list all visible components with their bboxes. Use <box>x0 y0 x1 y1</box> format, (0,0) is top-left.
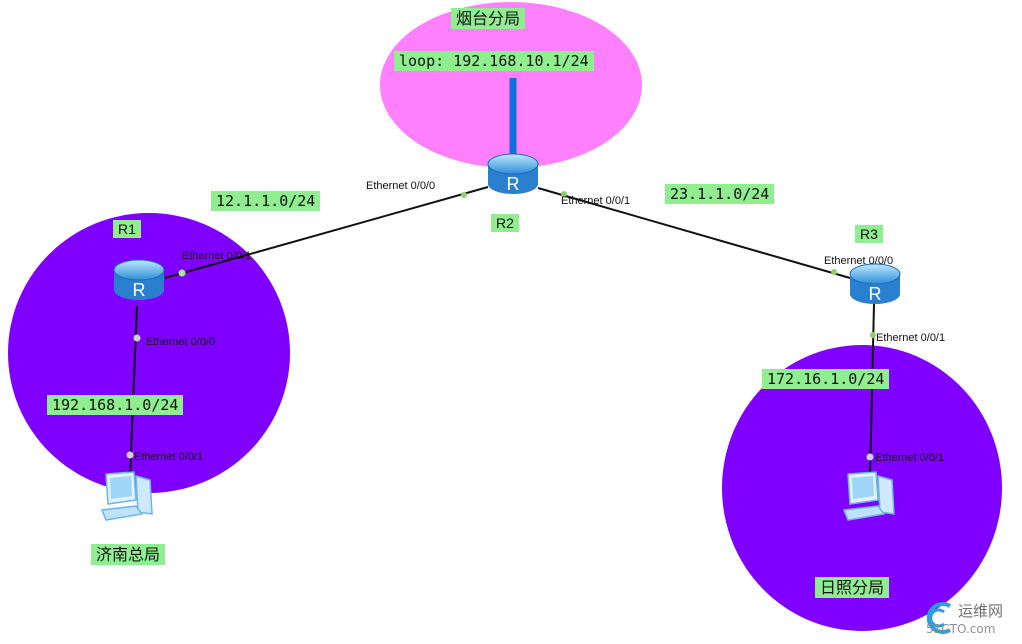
router-r2-icon[interactable]: R <box>486 152 540 198</box>
pc-rizhao-icon[interactable] <box>838 470 902 526</box>
svg-text:R: R <box>869 284 882 304</box>
port-label-pc2-e001: Ethernet 0/0/1 <box>875 452 945 464</box>
port-label-pc1-e001: Ethernet 0/0/1 <box>134 451 204 463</box>
port-dot-r2-e001 <box>561 191 567 197</box>
device-label-r2: R2 <box>491 214 519 232</box>
watermark-line2: 51CTO.com <box>926 622 996 636</box>
port-dot-r1-e001 <box>178 269 186 277</box>
port-label-r1-e000: Ethernet 0/0/0 <box>146 336 216 348</box>
watermark-logo-icon <box>926 602 952 634</box>
watermark-line1: 运维网 <box>958 602 1004 620</box>
port-dot-r3-e001 <box>870 332 876 338</box>
port-label-r2-e001: Ethernet 0/0/1 <box>561 195 631 207</box>
zone-label-yantai: 烟台分局 <box>451 8 526 30</box>
router-r3-icon[interactable]: R <box>848 262 902 308</box>
link-r3-pc2[interactable] <box>869 303 875 479</box>
jinan-zone <box>8 213 290 493</box>
network-label-rizhao-lan: 172.16.1.0/24 <box>762 369 890 389</box>
pc-jinan-icon[interactable] <box>96 470 160 526</box>
port-dot-r2-e000 <box>461 192 467 198</box>
port-label-r3-e001: Ethernet 0/0/1 <box>876 332 946 344</box>
device-label-r3: R3 <box>855 225 883 243</box>
zone-label-jinan: 济南总局 <box>91 544 166 566</box>
svg-text:R: R <box>133 280 146 300</box>
network-label-r1-r2: 12.1.1.0/24 <box>211 191 321 211</box>
device-label-r1: R1 <box>113 220 141 238</box>
svg-text:R: R <box>507 174 520 194</box>
network-label-jinan-lan: 192.168.1.0/24 <box>47 395 184 415</box>
zone-label-rizhao: 日照分局 <box>815 577 890 599</box>
link-r1-pc1[interactable] <box>129 305 138 479</box>
port-label-r2-e000: Ethernet 0/0/0 <box>366 180 436 192</box>
network-label-r2-r3: 23.1.1.0/24 <box>665 184 775 204</box>
network-label-loop: loop: 192.168.10.1/24 <box>394 51 594 71</box>
port-dot-r3-e000 <box>831 269 837 275</box>
link-r1-r2[interactable] <box>164 186 489 279</box>
port-label-r3-e000: Ethernet 0/0/0 <box>824 255 894 267</box>
port-dot-r1-e000 <box>133 334 141 342</box>
link-r2-r3[interactable] <box>537 187 851 279</box>
router-r1-icon[interactable]: R <box>112 258 166 304</box>
port-dot-pc1-e001 <box>126 451 134 459</box>
port-dot-pc2-e001 <box>866 453 874 461</box>
port-label-r1-e001: Ethernet 0/0/1 <box>182 250 252 262</box>
